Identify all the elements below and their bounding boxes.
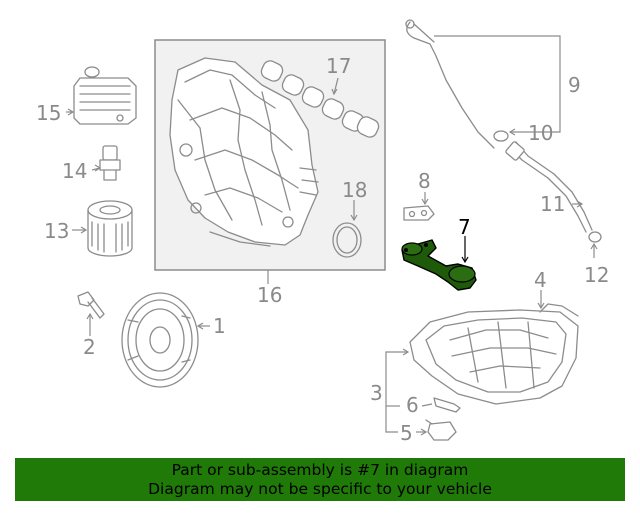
oil-pressure-switch xyxy=(99,145,121,181)
bracket xyxy=(403,205,435,221)
callout-13: 13 xyxy=(44,219,69,243)
callout-15: 15 xyxy=(36,101,61,125)
oil-level-sensor xyxy=(425,419,457,441)
callout-7: 7 xyxy=(458,215,471,239)
oil-filter xyxy=(87,200,133,257)
callout-6: 6 xyxy=(406,393,419,417)
tube-seal xyxy=(588,231,602,243)
callout-18: 18 xyxy=(342,178,367,202)
callout-8: 8 xyxy=(418,169,431,193)
callout-14: 14 xyxy=(62,159,87,183)
banner-line-2: Diagram may not be specific to your vehi… xyxy=(148,480,492,498)
crank-pulley xyxy=(121,292,199,388)
callout-12: 12 xyxy=(584,263,609,287)
intake-gasket xyxy=(260,60,380,138)
banner-line-1: Part or sub-assembly is #7 in diagram xyxy=(171,461,469,479)
leader-lines xyxy=(66,35,598,436)
callout-2: 2 xyxy=(83,335,96,359)
o-ring xyxy=(493,130,509,142)
oil-pan xyxy=(409,303,579,405)
callout-4: 4 xyxy=(534,268,547,292)
callout-17: 17 xyxy=(326,54,351,78)
oil-cooler xyxy=(73,66,137,125)
callout-3: 3 xyxy=(370,381,383,405)
intake-manifold xyxy=(169,57,319,247)
dipstick xyxy=(405,19,495,149)
dipstick-tube xyxy=(505,141,593,233)
callout-9: 9 xyxy=(568,73,581,97)
oil-pickup-tube xyxy=(401,239,477,291)
callout-11: 11 xyxy=(540,192,565,216)
callout-16: 16 xyxy=(257,283,282,307)
callout-5: 5 xyxy=(400,421,413,445)
drain-plug xyxy=(433,397,461,413)
callout-1: 1 xyxy=(213,314,226,338)
throttle-gasket xyxy=(332,222,362,258)
info-banner: Part or sub-assembly is #7 in diagram Di… xyxy=(15,458,625,501)
callout-10: 10 xyxy=(528,121,553,145)
callouts: 1 2 3 4 5 6 7 8 9 10 11 12 13 14 15 16 1… xyxy=(36,54,609,445)
crank-bolt xyxy=(77,291,105,319)
